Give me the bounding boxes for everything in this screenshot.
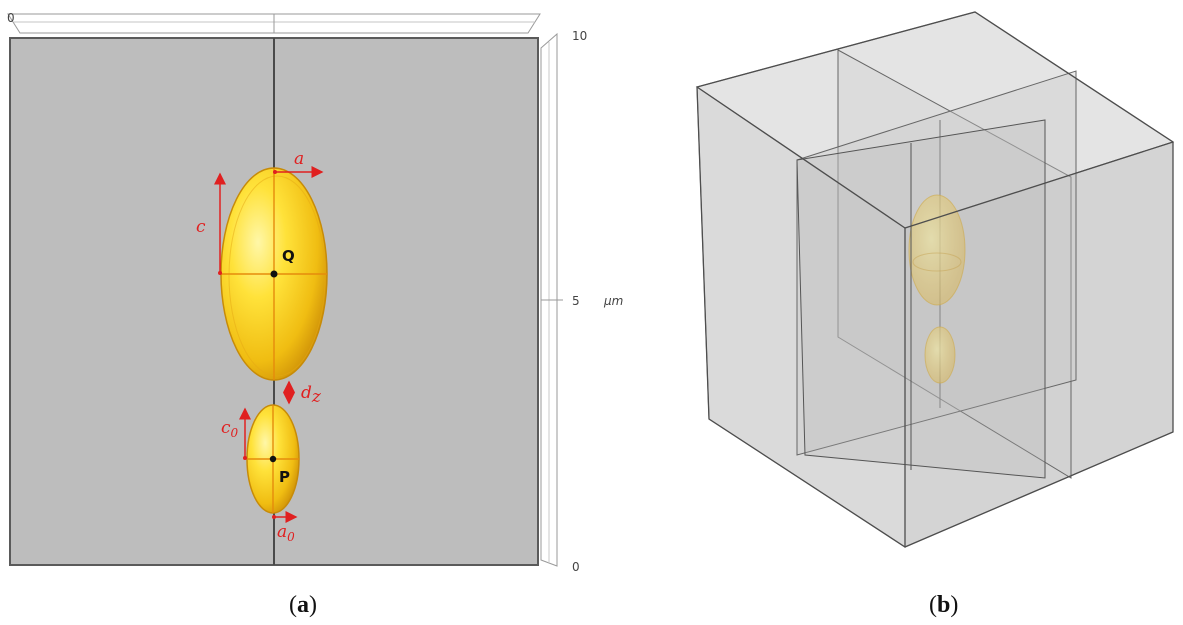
label-c0-sub: 0 [231,426,239,440]
ellipsoid-q: Q [220,167,328,381]
front-block [796,119,1046,479]
ruler-unit: μm [603,294,623,308]
dimension-c0: c0 [221,407,251,460]
label-c0-base: c [221,418,231,438]
panel-b: (b) [695,11,1175,618]
ellipsoid-p-3d [924,326,956,384]
svg-text:dz: dz [301,383,322,407]
label-a0-sub: 0 [287,530,295,544]
dimension-a0: a0 [272,511,298,544]
label-a0-base: a [277,522,287,542]
svg-text:c: c [196,217,206,237]
label-c: c [196,217,206,237]
dimension-dz: dz [283,380,322,407]
point-q-label: Q [282,247,295,265]
tick-10: 10 [572,29,587,43]
cube-outline [696,11,1174,548]
ellipsoid-p: P [246,404,300,514]
top-ruler: 0 [7,11,541,34]
caption-b: (b) [929,592,958,618]
caption-a: (a) [289,592,317,618]
label-dz-base: d [301,383,312,403]
side-ruler: 10 5 0 μm [540,29,623,574]
tick-0: 0 [572,560,580,574]
svg-text:a: a [294,149,304,169]
dimension-a: a [273,149,324,178]
panel-a: 0 10 5 0 μm Q [7,11,623,618]
label-dz-sub: z [311,387,322,407]
dimension-c: c [196,172,226,275]
tick-5: 5 [572,294,580,308]
svg-text:a0: a0 [277,522,295,544]
label-a: a [294,149,304,169]
point-p-label: P [279,468,290,486]
svg-text:c0: c0 [221,418,239,440]
top-ruler-tick: 0 [7,11,15,25]
